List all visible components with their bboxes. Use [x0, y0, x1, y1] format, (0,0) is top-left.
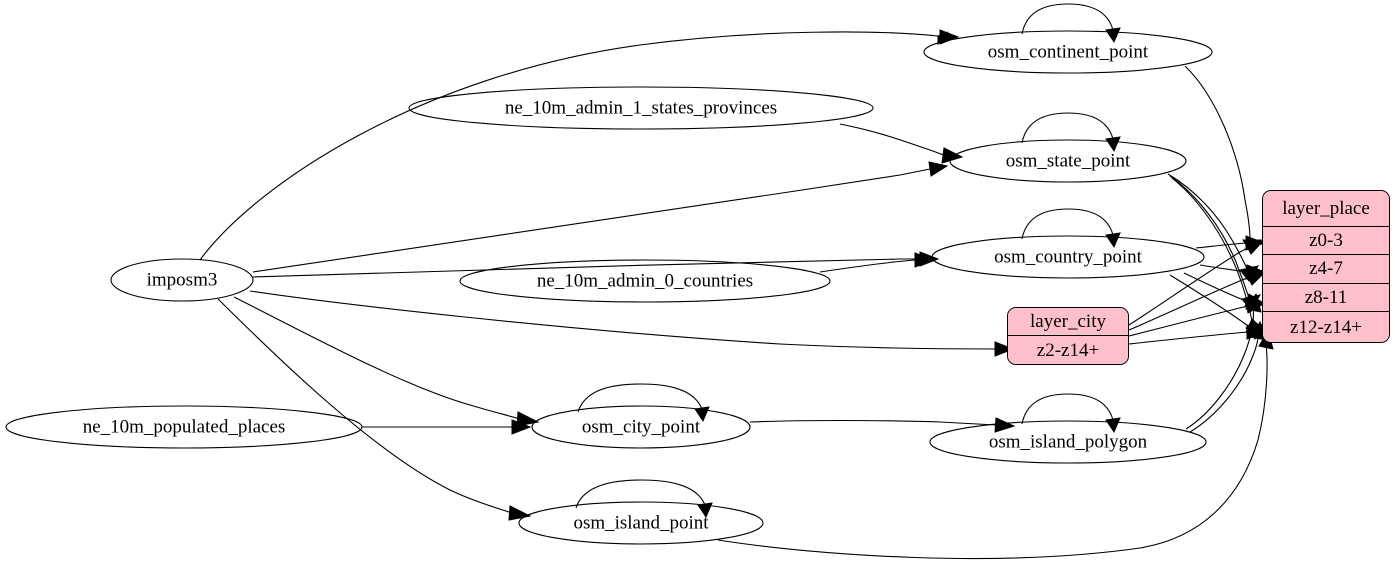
edge-imposm3-to-osm-island-point	[217, 298, 532, 521]
record-cell-layer-city-title: layer_city	[1008, 308, 1128, 337]
edge-layer-city-to-layer-place-z4-7	[1128, 270, 1266, 331]
edge-self-loop-osm-island-polygon	[1021, 393, 1121, 434]
node-ne-countries-label: ne_10m_admin_0_countries	[537, 270, 753, 291]
record-node-layer-place[interactable]: layer_place z0-3 z4-7 z8-11 z12-z14+	[1262, 190, 1390, 343]
edge-self-loop-osm-state-point	[1021, 112, 1121, 153]
edge-layer-city-to-layer-place-z12-z14	[1128, 324, 1267, 345]
node-osm-country-point-shape	[931, 235, 1205, 279]
node-imposm3-shape	[110, 258, 254, 302]
record-node-layer-city[interactable]: layer_city z2-z14+	[1007, 307, 1129, 365]
node-osm-continent-point[interactable]: osm_continent_point	[923, 30, 1213, 74]
record-cell-layer-place-z4-7[interactable]: z4-7	[1263, 255, 1389, 284]
edge-imposm3-to-osm-state-point	[252, 161, 949, 273]
node-osm-island-polygon-label: osm_island_polygon	[989, 431, 1148, 452]
edge-osm-island-polygon-to-layer-place-z8-11	[1185, 292, 1262, 430]
node-layer: imposm3 ne_10m_admin_1_states_provinces …	[5, 30, 1213, 545]
edge-self-loop-osm-continent-point	[1021, 3, 1121, 44]
edge-layer-city-to-layer-place-z8-11	[1128, 298, 1267, 337]
node-osm-country-point[interactable]: osm_country_point	[931, 235, 1205, 279]
record-cell-layer-place-z8-11[interactable]: z8-11	[1263, 283, 1389, 313]
node-osm-island-point[interactable]: osm_island_point	[518, 501, 764, 545]
node-osm-island-point-shape	[518, 501, 764, 545]
node-osm-country-point-label: osm_country_point	[994, 246, 1142, 267]
edge-ne-states-to-osm-state-point	[839, 123, 964, 164]
node-osm-city-point-label: osm_city_point	[582, 416, 701, 437]
node-osm-island-point-label: osm_island_point	[573, 512, 709, 533]
edge-ne-countries-to-osm-country-point	[819, 252, 935, 273]
node-osm-continent-point-shape	[923, 30, 1213, 74]
node-ne-populated-shape	[5, 405, 363, 449]
edge-layer-city-to-layer-place-z0-3	[1128, 240, 1265, 326]
edge-self-loop-osm-country-point	[1021, 208, 1121, 249]
node-ne-states-shape	[408, 86, 874, 130]
node-osm-island-polygon[interactable]: osm_island_polygon	[929, 420, 1207, 464]
node-osm-city-point-shape	[531, 405, 751, 449]
edge-ne-populated-to-osm-city-point	[362, 419, 532, 435]
node-imposm3[interactable]: imposm3	[110, 258, 254, 302]
node-ne-states-label: ne_10m_admin_1_states_provinces	[505, 97, 777, 118]
edge-osm-state-point-to-layer-place-z4-7	[1167, 173, 1260, 282]
node-osm-state-point-label: osm_state_point	[1006, 150, 1131, 171]
edge-imposm3-to-osm-city-point	[233, 296, 540, 427]
node-imposm3-label: imposm3	[147, 269, 218, 290]
node-osm-state-point[interactable]: osm_state_point	[949, 139, 1187, 183]
edge-imposm3-to-osm-continent-point	[199, 29, 960, 261]
edge-osm-continent-point-to-layer-place-z0-3	[1184, 65, 1263, 252]
record-cell-layer-city-z2-z14[interactable]: z2-z14+	[1008, 336, 1128, 364]
node-osm-continent-point-label: osm_continent_point	[988, 41, 1149, 62]
node-ne-countries-shape	[459, 259, 831, 303]
node-ne-10m-admin-1-states-provinces[interactable]: ne_10m_admin_1_states_provinces	[408, 86, 874, 130]
node-osm-state-point-shape	[949, 139, 1187, 183]
record-cell-layer-place-z12-z14[interactable]: z12-z14+	[1263, 312, 1389, 342]
edge-osm-city-point-to-osm-island-polygon	[749, 417, 1016, 433]
node-ne-10m-admin-0-countries[interactable]: ne_10m_admin_0_countries	[459, 259, 831, 303]
node-ne-10m-populated-places[interactable]: ne_10m_populated_places	[5, 405, 363, 449]
edge-self-loop-osm-island-point	[575, 479, 713, 519]
edge-imposm3-to-layer-city	[249, 290, 1015, 357]
record-cell-layer-place-z0-3[interactable]: z0-3	[1263, 226, 1389, 256]
node-ne-populated-label: ne_10m_populated_places	[83, 416, 286, 437]
record-cell-layer-place-title: layer_place	[1263, 191, 1389, 227]
node-osm-city-point[interactable]: osm_city_point	[531, 405, 751, 449]
edge-osm-state-point-to-layer-place-z12-z14	[1171, 177, 1266, 340]
node-osm-island-polygon-shape	[929, 420, 1207, 464]
